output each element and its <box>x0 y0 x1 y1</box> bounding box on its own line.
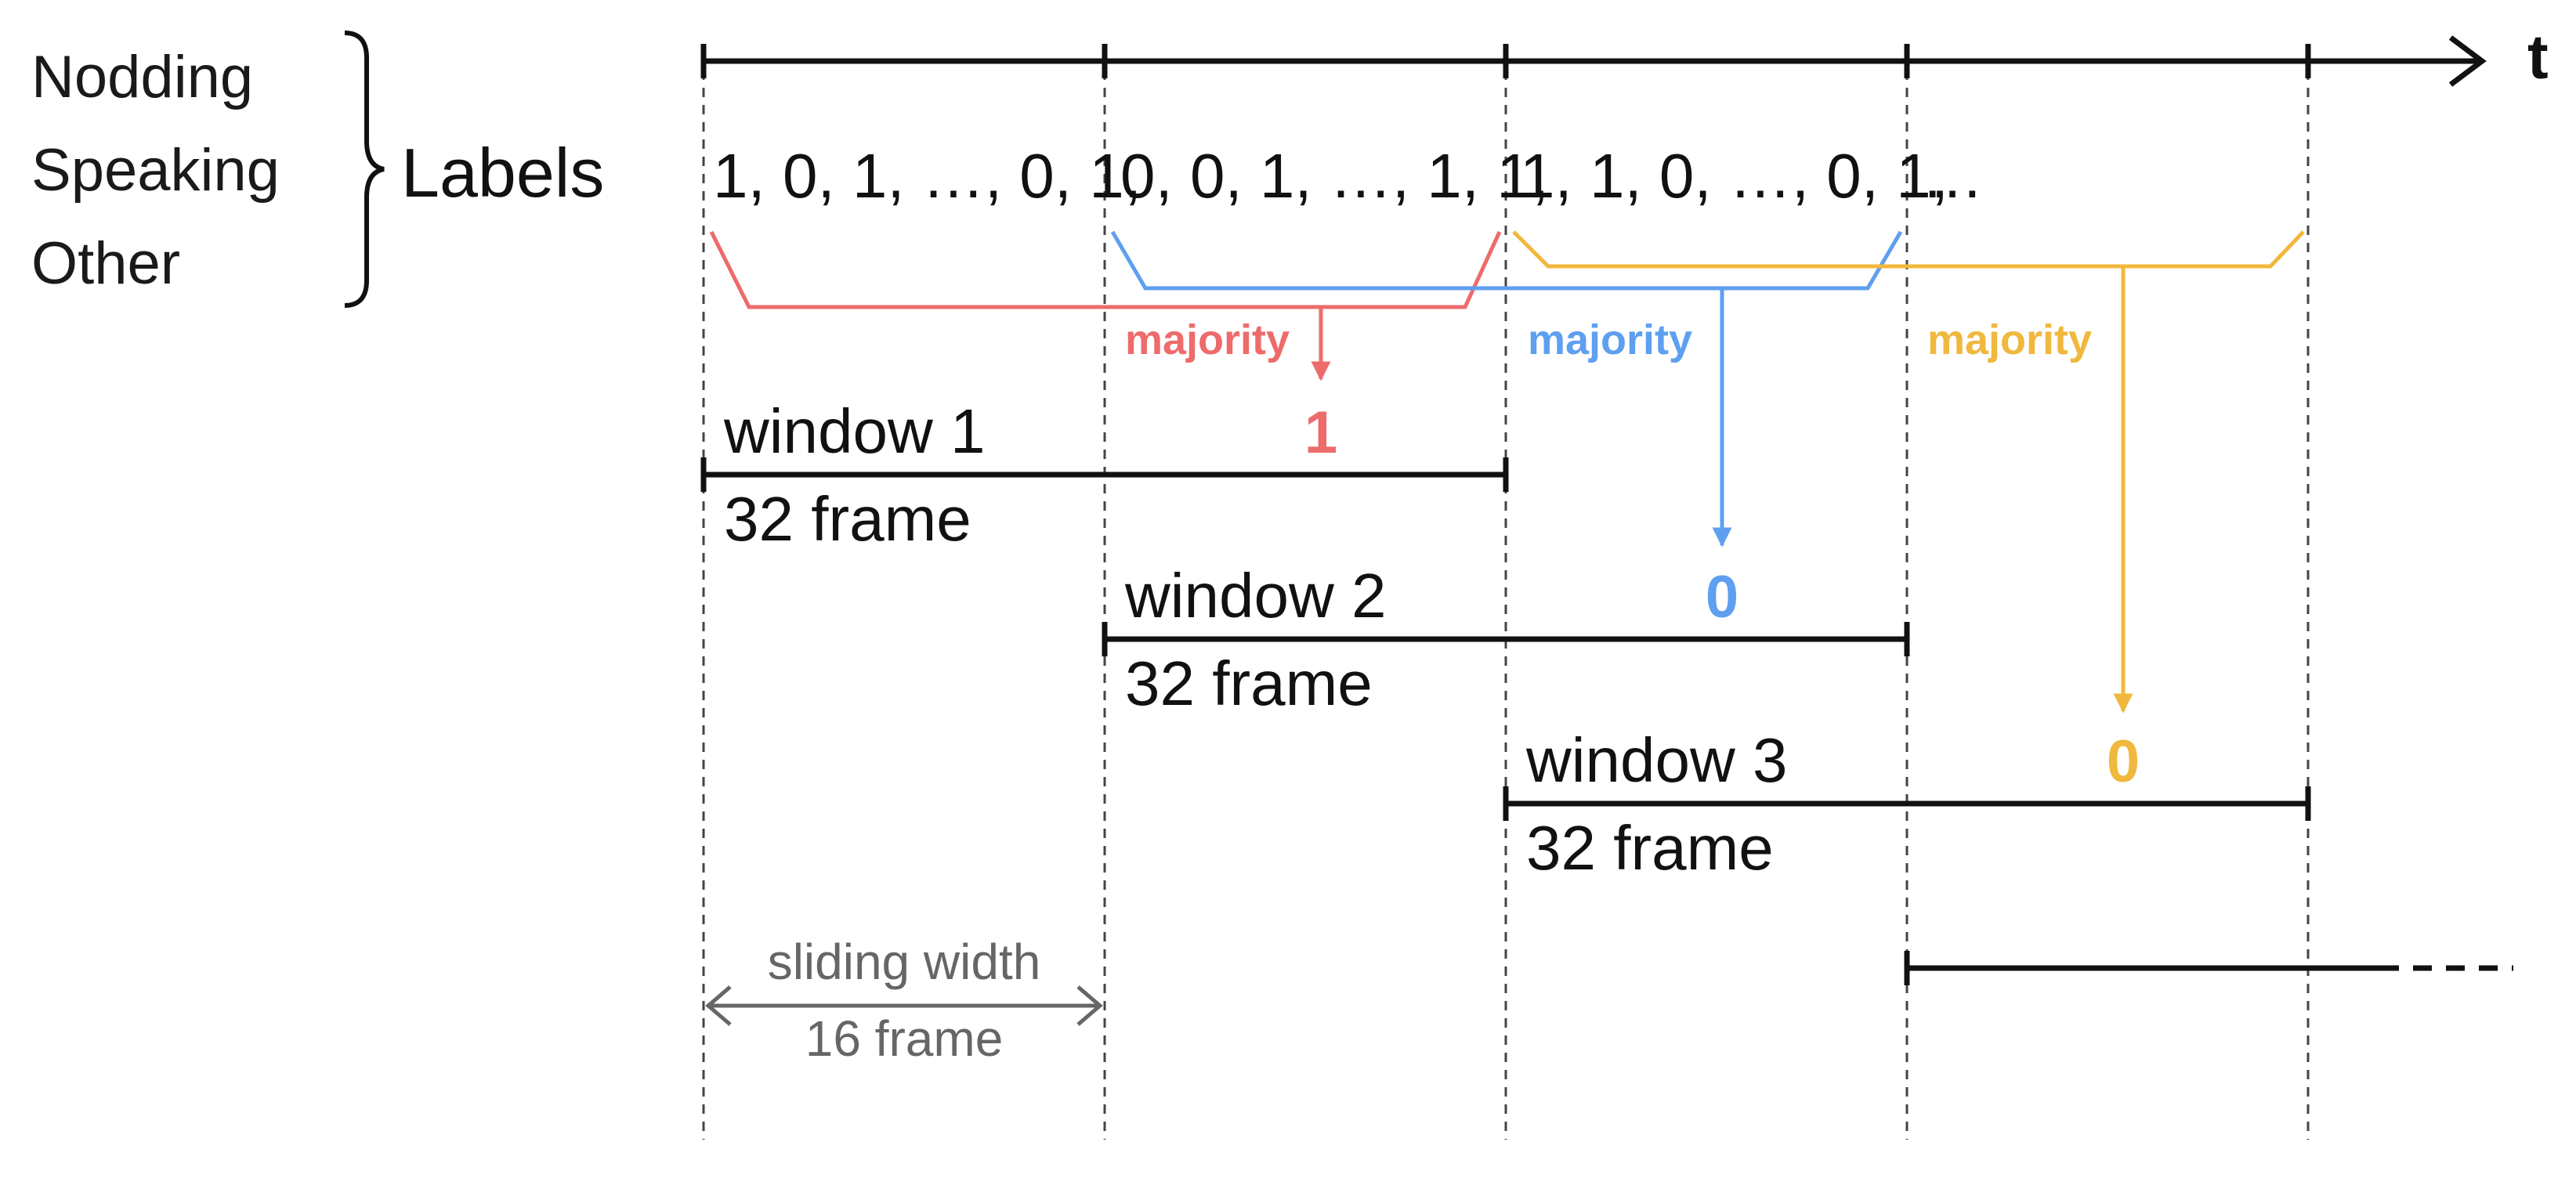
window-1-length: 32 frame <box>724 484 971 554</box>
sliding-width-label: sliding width <box>768 934 1041 990</box>
majority-label-blue: majority <box>1528 316 1692 363</box>
majority-label-yellow: majority <box>1927 316 2092 363</box>
window-3-bar <box>1503 786 2311 821</box>
majority-bracket-blue <box>1110 230 1903 291</box>
label-sequence-1: 1, 0, 1, …, 0, 1, <box>713 141 1141 211</box>
sliding-width-length: 16 frame <box>805 1010 1004 1067</box>
window-2-result: 0 <box>1706 564 1738 631</box>
majority-bracket-yellow <box>1512 230 2305 269</box>
time-axis <box>700 35 2487 87</box>
label-sequence-2: 0, 0, 1, …, 1, 1, <box>1120 141 1549 211</box>
frame-guides <box>702 70 2310 1140</box>
category-other: Other <box>31 230 180 297</box>
window-1-result: 1 <box>1304 399 1337 466</box>
category-nodding: Nodding <box>31 44 253 110</box>
window-3-name: window 3 <box>1525 725 1788 795</box>
category-speaking: Speaking <box>31 137 280 204</box>
label-sequence-3: 1, 1, 0, …, 0, 1, <box>1520 141 1948 211</box>
window-1-name: window 1 <box>723 396 986 466</box>
time-axis-arrowhead <box>2448 35 2487 87</box>
window-3-length: 32 frame <box>1526 813 1774 883</box>
window-3-result: 0 <box>2107 728 2140 795</box>
curly-brace <box>344 31 385 308</box>
label-sequence-ellipsis: … <box>1921 141 1984 211</box>
window-1-bar <box>700 457 1509 492</box>
sliding-width-arrow <box>705 985 1103 1026</box>
majority-label-red: majority <box>1125 316 1290 363</box>
majority-bracket-red <box>709 230 1502 309</box>
labels-title: Labels <box>401 134 604 211</box>
window-2-length: 32 frame <box>1125 649 1373 718</box>
window-2-bar <box>1102 622 1910 656</box>
axis-label-t: t <box>2527 22 2549 92</box>
next-window-bar <box>1904 951 2513 985</box>
window-2-name: window 2 <box>1124 561 1387 631</box>
